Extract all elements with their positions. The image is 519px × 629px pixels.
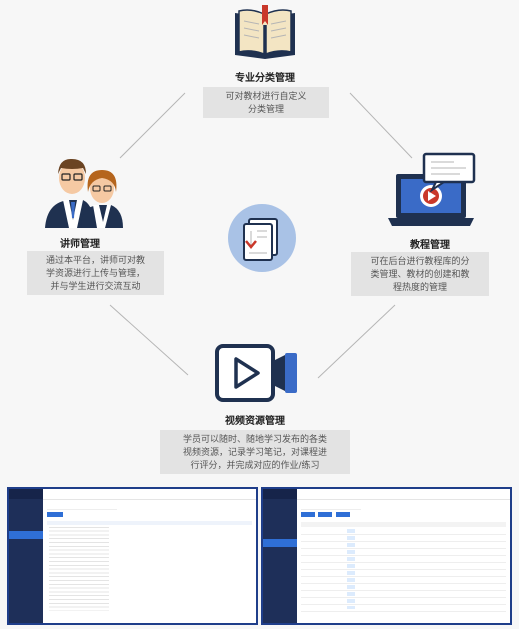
sidebar	[9, 489, 43, 623]
sidebar-item	[263, 515, 297, 523]
sidebar-item	[263, 507, 297, 515]
sidebar-item-active	[9, 531, 43, 539]
desc-line: 通过本平台，讲师可对教	[45, 256, 145, 266]
node-title-tutorial: 教程管理	[410, 240, 450, 251]
admin-screenshot-tree	[7, 487, 258, 625]
desc-line: 可在后台进行教程库的分	[370, 257, 470, 267]
sidebar-item	[9, 571, 43, 579]
desc-line: 分类管理	[247, 105, 284, 115]
sidebar-item	[263, 531, 297, 539]
tab-strip	[301, 502, 361, 510]
connector-right-bottom	[317, 304, 396, 379]
node-desc-video: 学员可以随时、随地学习发布的各类 视频资源，记录学习笔记，对课程进 行评分，并完…	[160, 430, 350, 474]
toolbar	[301, 512, 352, 517]
desc-line: 学资源进行上传与管理，	[45, 269, 145, 279]
sidebar-item	[9, 507, 43, 515]
sidebar-item	[263, 547, 297, 555]
connector-top-left	[119, 92, 186, 159]
desc-line: 并与学生进行交流互动	[50, 282, 141, 292]
node-desc-category: 可对教材进行自定义 分类管理	[203, 87, 329, 118]
sidebar-item	[263, 555, 297, 563]
open-book-icon	[231, 3, 299, 61]
desc-line: 视频资源，记录学习笔记，对课程进	[182, 448, 327, 458]
sidebar-item	[9, 499, 43, 507]
sidebar-item	[9, 563, 43, 571]
tree-header-bar	[47, 521, 252, 525]
admin-screenshot-table	[261, 487, 512, 625]
node-title-category: 专业分类管理	[235, 73, 295, 84]
toolbar-button	[335, 512, 350, 517]
node-desc-tutorial: 可在后台进行教程库的分 类管理、教材的创建和教 程热度的管理	[351, 252, 489, 296]
video-camera-icon	[214, 343, 300, 405]
table-header	[301, 522, 506, 527]
table-rows	[301, 528, 506, 612]
node-title-lecturer: 讲师管理	[60, 239, 100, 250]
sidebar-brand	[263, 489, 297, 499]
laptop-video-icon	[384, 152, 480, 228]
top-bar	[297, 489, 510, 500]
sidebar-item	[9, 515, 43, 523]
toolbar-button	[301, 512, 315, 517]
sidebar-item	[9, 539, 43, 547]
teachers-icon	[41, 150, 125, 230]
top-bar	[43, 489, 256, 500]
connector-top-right	[349, 92, 413, 159]
sidebar	[263, 489, 297, 623]
sidebar-item-active	[263, 539, 297, 547]
node-title-video: 视频资源管理	[225, 416, 285, 427]
connector-left-bottom	[109, 304, 189, 376]
center-document-icon	[227, 203, 297, 273]
tree-lines	[49, 521, 109, 611]
toolbar-button	[47, 512, 63, 517]
desc-line: 行评分，并完成对应的作业/练习	[190, 461, 320, 471]
desc-line: 类管理、教材的创建和教	[370, 270, 470, 280]
desc-line: 程热度的管理	[392, 283, 447, 293]
sidebar-item	[263, 523, 297, 531]
tab-strip	[47, 502, 117, 510]
sidebar-item	[263, 499, 297, 507]
desc-line: 可对教材进行自定义	[225, 92, 307, 102]
toolbar	[47, 512, 65, 517]
sidebar-item	[263, 563, 297, 571]
node-desc-lecturer: 通过本平台，讲师可对教 学资源进行上传与管理， 并与学生进行交流互动	[27, 251, 164, 295]
sidebar-item	[9, 555, 43, 563]
toolbar-button	[318, 512, 333, 517]
sidebar-item	[9, 547, 43, 555]
sidebar-item	[9, 523, 43, 531]
sidebar-item	[263, 571, 297, 579]
sidebar-brand	[9, 489, 43, 499]
tag-column	[347, 529, 355, 609]
desc-line: 学员可以随时、随地学习发布的各类	[182, 435, 327, 445]
